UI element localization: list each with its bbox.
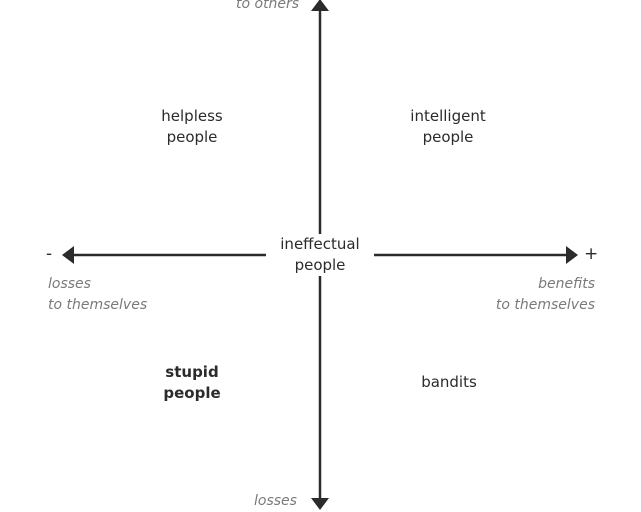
plus-sign: +: [584, 244, 599, 264]
quadrant-stupid-people: stupid people: [163, 363, 221, 402]
arrow-up-icon: [311, 0, 329, 11]
quadrant-helpless-people: helpless people: [161, 107, 223, 146]
arrow-left-icon: [62, 246, 74, 264]
center-ineffectual-people: ineffectual people: [266, 234, 374, 276]
arrow-right-icon: [566, 246, 578, 264]
arrow-down-icon: [311, 498, 329, 510]
quadrant-bandits: bandits: [421, 373, 477, 391]
top-axis-label: to others: [236, 0, 300, 12]
left-axis-label: losses to themselves: [48, 276, 148, 313]
bottom-axis-label: losses: [254, 493, 297, 509]
quadrant-intelligent-people: intelligent people: [410, 107, 486, 146]
right-axis-label: benefits to themselves: [495, 276, 595, 313]
minus-sign: -: [46, 244, 53, 264]
